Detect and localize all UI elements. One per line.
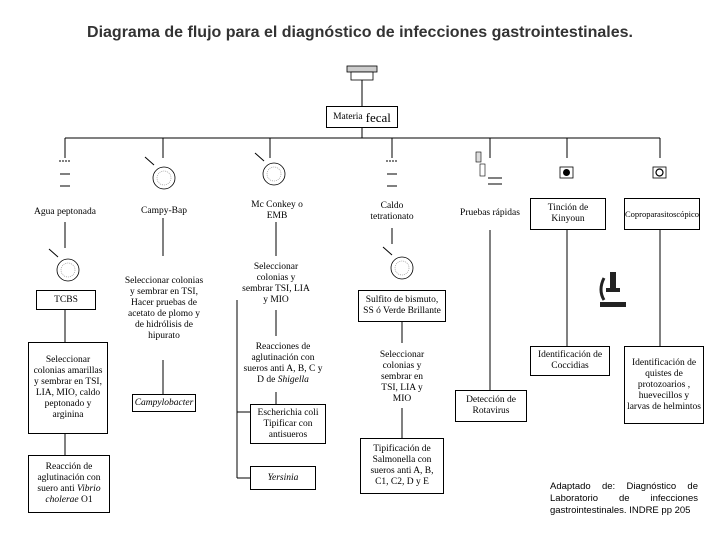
yersinia-text: Yersinia: [267, 472, 299, 483]
root-label-small: Materia: [333, 111, 363, 122]
node-tincion-kinyoun: Tinción de Kinyoun: [530, 198, 606, 230]
source-credit: Adaptado de: Diagnóstico de Laboratorio …: [550, 481, 698, 516]
node-identificacion-quistes: Identificación de quistes de protozoario…: [624, 346, 704, 424]
node-identificacion-coccidias: Identificación de Coccidias: [530, 346, 610, 376]
node-escherichia-coli: Escherichia coli Tipificar con antisuero…: [250, 404, 326, 444]
petri-dish-icon: [144, 156, 176, 190]
test-tube-icon: [59, 160, 71, 187]
node-sel-mcconkey: Seleccionar colonias y sembrar TSI, LIA …: [242, 262, 310, 305]
petri-dish-icon: [382, 246, 414, 280]
rapid-test-kit-icon: [475, 151, 502, 185]
node-tipificacion-salmonella: Tipificación de Salmonella con sueros an…: [360, 438, 444, 494]
diagram-title: Diagrama de flujo para el diagnóstico de…: [87, 24, 633, 41]
node-reacciones-shigella: Reacciones de aglutinación con sueros an…: [238, 336, 328, 392]
slide-icon: [559, 166, 574, 179]
node-pruebas-rapidas: Pruebas rápidas: [460, 207, 520, 218]
node-agua-peptonada: Agua peptonada: [34, 206, 96, 217]
test-tube-icon: [386, 160, 398, 187]
node-coproparasitoscopico: Coproparasitoscópico: [624, 198, 700, 230]
node-tcbs: TCBS: [36, 290, 96, 310]
reaccion-vibrio-text: Reacción de aglutinación con suero anti …: [31, 462, 107, 506]
petri-dish-icon: [48, 248, 80, 282]
node-yersinia: Yersinia: [250, 466, 316, 490]
reacciones-shigella-text: Reacciones de aglutinación con sueros an…: [240, 342, 326, 386]
campylobacter-text: Campylobacter: [134, 397, 194, 408]
node-sel-sulfito: Seleccionar colonias y sembrar en TSI, L…: [379, 349, 425, 404]
sel-tcbs-text: Seleccionar colonias amarillas y sembrar…: [33, 355, 103, 420]
microscope-icon: [599, 272, 626, 307]
node-campy-bap: Campy-Bap: [141, 205, 187, 216]
reaccion-vibrio-genus: Vibrio cholerae: [45, 484, 101, 505]
node-sel-tcbs: Seleccionar colonias amarillas y sembrar…: [28, 342, 108, 434]
node-sulfito: Sulfito de bismuto, SS ó Verde Brillante: [358, 290, 446, 322]
root-label-large: fecal: [365, 109, 391, 125]
node-mcconkey-emb: Mc Conkey o EMB: [251, 200, 303, 221]
root-node-materia-fecal: Materia fecal: [326, 106, 398, 128]
sample-container-icon: [346, 65, 378, 81]
node-campylobacter: Campylobacter: [132, 394, 196, 412]
reacciones-shigella-genus: Shigella: [277, 375, 309, 385]
node-sel-campy: Seleccionar colonias y sembrar en TSI, H…: [124, 276, 204, 341]
reaccion-vibrio-prefix: Reacción de aglutinación con suero anti: [37, 462, 101, 494]
reaccion-vibrio-suffix: O1: [81, 495, 93, 505]
node-caldo-tetrationato: Caldo tetrationato: [370, 201, 414, 222]
node-deteccion-rotavirus: Detección de Rotavirus: [455, 390, 527, 422]
slide-icon: [652, 166, 667, 179]
petri-dish-icon: [254, 152, 286, 186]
node-reaccion-vibrio: Reacción de aglutinación con suero anti …: [28, 455, 110, 513]
reacciones-shigella-prefix: Reacciones de aglutinación con sueros an…: [243, 342, 323, 385]
